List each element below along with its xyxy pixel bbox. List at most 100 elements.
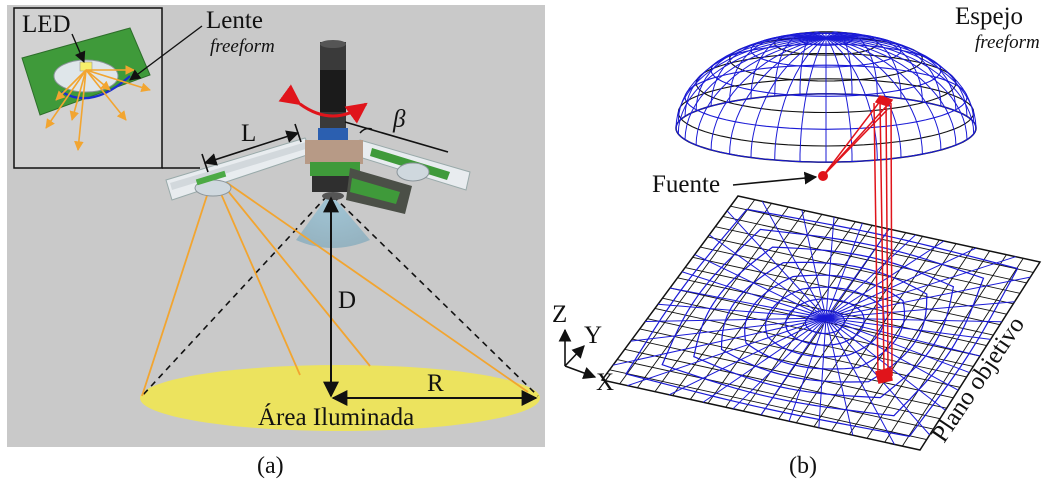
mirror-meridian [825, 31, 878, 97]
mirror-meridian [677, 37, 827, 134]
mirror-meridian [774, 37, 827, 161]
mirror-meridian [825, 37, 902, 158]
target-plane-mesh [600, 195, 1042, 451]
plane-radial [825, 247, 977, 319]
source-pointer [732, 171, 818, 186]
plane-ring [693, 246, 955, 399]
plane-radial [825, 317, 946, 411]
lens-pointer [129, 25, 203, 81]
caption-a: (a) [257, 453, 284, 479]
plane-ring [720, 261, 928, 383]
label-axis-y: Y [584, 322, 602, 349]
mirror-meridian [677, 37, 827, 123]
plane-radial [726, 210, 827, 319]
mirror-meridian [825, 37, 923, 155]
plane-radial [825, 223, 863, 319]
plane-radial [681, 271, 827, 319]
mirror-meridian [695, 35, 827, 111]
mirror-meridian [825, 32, 902, 99]
dimension-L [201, 123, 302, 173]
mirror-meridian [774, 31, 827, 97]
plane-radial [825, 317, 895, 445]
plane-radial [761, 201, 827, 319]
plane-radial [825, 317, 981, 357]
dashed-edge-right [332, 195, 539, 397]
plane-ring [764, 286, 885, 358]
rotation-arrow [278, 84, 368, 124]
label-lens: Lente [206, 7, 263, 34]
plane-radial [630, 317, 827, 342]
plane-radial [708, 234, 827, 319]
source-point [818, 171, 828, 181]
plane-radial [788, 317, 827, 422]
plane-ring [661, 228, 985, 417]
label-axis-z: Z [552, 301, 567, 328]
mirror-meridian [825, 37, 975, 123]
plane-radial [825, 317, 991, 340]
label-L: L [241, 120, 256, 147]
axes-triad [558, 328, 597, 380]
beta-arc [359, 127, 373, 134]
plane-radial [825, 228, 890, 319]
beta-line [344, 121, 449, 153]
plane-radial [668, 317, 827, 396]
mirror-meridian [825, 34, 942, 107]
dashed-edge-left [141, 195, 328, 397]
mirror-meridian [825, 37, 942, 150]
plane-radial [825, 276, 1031, 319]
plane-radial [825, 301, 1015, 319]
plane-radial [732, 317, 827, 410]
label-mirror: Espejo [955, 3, 1023, 30]
mirror-meridian [825, 37, 853, 162]
plane-radial [627, 317, 827, 387]
label-lens-freeform: freeform [210, 36, 275, 57]
mirror-meridian [825, 36, 968, 117]
label-axis-x: X [596, 369, 614, 396]
plane-radial [825, 256, 1016, 319]
reflected-ray-bundle [822, 95, 894, 384]
plane-radial [818, 317, 827, 428]
label-source: Fuente [652, 171, 720, 198]
led-pointer [71, 33, 86, 64]
plane-radial [825, 317, 854, 436]
plane-radial [825, 317, 1002, 323]
plane-radial [825, 317, 970, 374]
mirror-meridian [825, 37, 975, 134]
label-D: D [338, 287, 356, 314]
mirror-meridian [684, 36, 827, 117]
plane-radial [645, 317, 827, 322]
plane-radial [694, 254, 827, 319]
caption-b: (b) [789, 453, 817, 479]
label-mirror-freeform: freeform [975, 32, 1040, 53]
mirror-meridian [799, 37, 827, 162]
plane-radial [760, 317, 827, 416]
light-rays [141, 179, 529, 397]
label-beta: β [392, 106, 406, 133]
mirror-meridian [825, 37, 878, 161]
panel-a: L β D R Área Iluminada [7, 5, 545, 479]
plane-radial [612, 317, 827, 366]
mirror-meridian [750, 37, 827, 158]
mirror-meridian [825, 37, 968, 140]
mirror-meridian [710, 34, 827, 107]
mirror-meridian [750, 32, 827, 99]
mirror-mesh [675, 31, 977, 163]
plane-radial [669, 287, 827, 319]
label-R: R [427, 370, 444, 397]
inset-led-detail [13, 7, 200, 169]
plane-radial [825, 216, 835, 319]
mirror-meridian [729, 37, 827, 155]
panel-b: Espejo freeform Fuente Plano objetivo Z … [552, 3, 1042, 479]
plane-ring [785, 298, 865, 346]
plane-ring [744, 274, 906, 370]
mirror-meridian [710, 37, 827, 150]
plane-radial [801, 209, 827, 319]
mirror-meridian [799, 31, 827, 95]
mirror-meridian [825, 31, 853, 95]
plane-radial [702, 317, 827, 403]
plane-radial [825, 240, 945, 319]
plane-radial [657, 303, 827, 319]
right-arm [355, 139, 471, 191]
plane-radial [825, 234, 916, 319]
